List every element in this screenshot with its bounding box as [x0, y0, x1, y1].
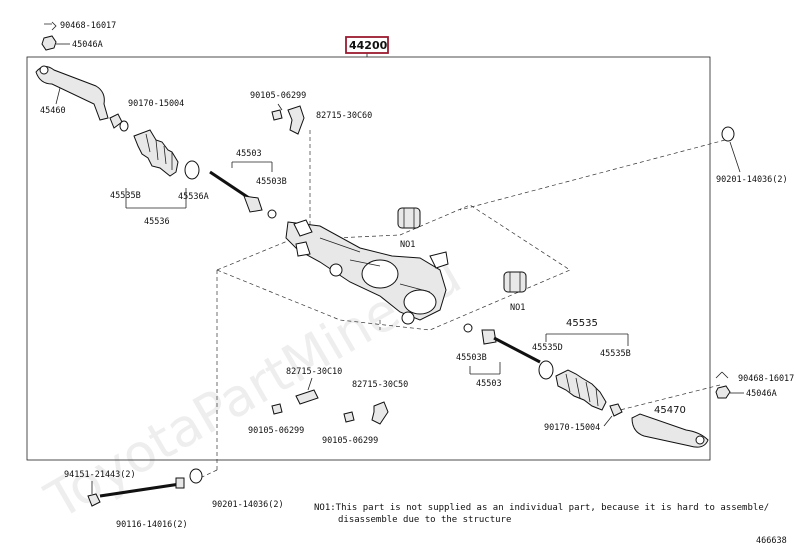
label-45046A-top: 45046A	[72, 40, 103, 50]
label-NO1-upper: NO1	[400, 240, 415, 250]
steering-gear-housing[interactable]	[285, 219, 449, 325]
bushing-NO1-lower[interactable]	[503, 271, 527, 293]
label-45046A-right: 45046A	[746, 389, 777, 399]
washer-90201-bottom[interactable]	[189, 468, 203, 484]
label-45535B-bot: 45535B	[600, 349, 631, 359]
bolt-90105-top[interactable]	[271, 109, 283, 121]
bracket-82715-30C60[interactable]	[287, 105, 305, 135]
bracket-82715-30C50[interactable]	[371, 401, 389, 425]
label-45503B-bot: 45503B	[456, 353, 487, 363]
label-45460: 45460	[40, 106, 66, 116]
assembly-number[interactable]: 44200	[349, 39, 388, 52]
assembly-frame	[26, 56, 711, 461]
label-45536: 45536	[144, 217, 170, 227]
label-NO1-lower: NO1	[510, 303, 525, 313]
assembly-number-box	[345, 36, 389, 54]
nut-94151[interactable]	[87, 493, 101, 507]
label-45470: 45470	[654, 405, 686, 416]
label-90201-bot: 90201-14036(2)	[212, 500, 284, 510]
label-45535D: 45535D	[532, 343, 563, 353]
label-90116: 90116-14016(2)	[116, 520, 188, 530]
label-45536A: 45536A	[178, 192, 209, 202]
cotter-pin-90468-right[interactable]	[715, 371, 729, 379]
label-90105-top: 90105-06299	[250, 91, 306, 101]
diagram-id: 466638	[756, 536, 787, 546]
bracket-82715-30C10[interactable]	[295, 389, 319, 405]
bolt-90105-left[interactable]	[271, 403, 283, 415]
label-94151: 94151-21443(2)	[64, 470, 136, 480]
footnote-line1: NO1:This part is not supplied as an indi…	[314, 503, 769, 513]
boot-45535B-bottom[interactable]	[555, 369, 607, 411]
rack-end-45503-top[interactable]	[209, 170, 277, 219]
label-45535B-top: 45535B	[110, 191, 141, 201]
label-90201-right: 90201-14036(2)	[716, 175, 788, 185]
label-82715-top: 82715-30C60	[316, 111, 372, 121]
label-90105-mid: 90105-06299	[322, 436, 378, 446]
boot-45535D-clip[interactable]	[538, 360, 554, 380]
bushing-NO1-upper[interactable]	[397, 207, 421, 229]
label-90170-bot: 90170-15004	[544, 423, 600, 433]
label-90105-left: 90105-06299	[248, 426, 304, 436]
bolt-90201-right[interactable]	[721, 126, 735, 142]
label-82715-low: 82715-30C50	[352, 380, 408, 390]
footnote-line2: disassemble due to the structure	[338, 515, 511, 525]
rack-end-45503-bottom[interactable]	[463, 323, 541, 364]
label-90468-right: 90468-16017	[738, 374, 794, 384]
lock-nut-90170-bottom[interactable]	[609, 403, 623, 417]
install-outline-upper	[216, 204, 571, 331]
label-90170-top: 90170-15004	[128, 99, 184, 109]
boot-45535B-top[interactable]	[133, 129, 179, 177]
tie-rod-end-45470[interactable]	[631, 413, 709, 448]
label-45503-bot: 45503	[476, 379, 502, 389]
cotter-pin-90468-top[interactable]	[44, 21, 57, 31]
bolt-90105-mid[interactable]	[343, 411, 355, 423]
bolt-90116[interactable]	[99, 477, 185, 498]
label-45503-top: 45503	[236, 149, 262, 159]
nut-45046A-top[interactable]	[41, 35, 57, 51]
label-45503B-top: 45503B	[256, 177, 287, 187]
label-90468-top: 90468-16017	[60, 21, 116, 31]
tie-rod-end-45460[interactable]	[35, 65, 109, 121]
label-82715-mid: 82715-30C10	[286, 367, 342, 377]
clip-45536A[interactable]	[119, 120, 200, 180]
label-45535: 45535	[566, 318, 598, 329]
nut-45046A-right[interactable]	[715, 385, 731, 399]
